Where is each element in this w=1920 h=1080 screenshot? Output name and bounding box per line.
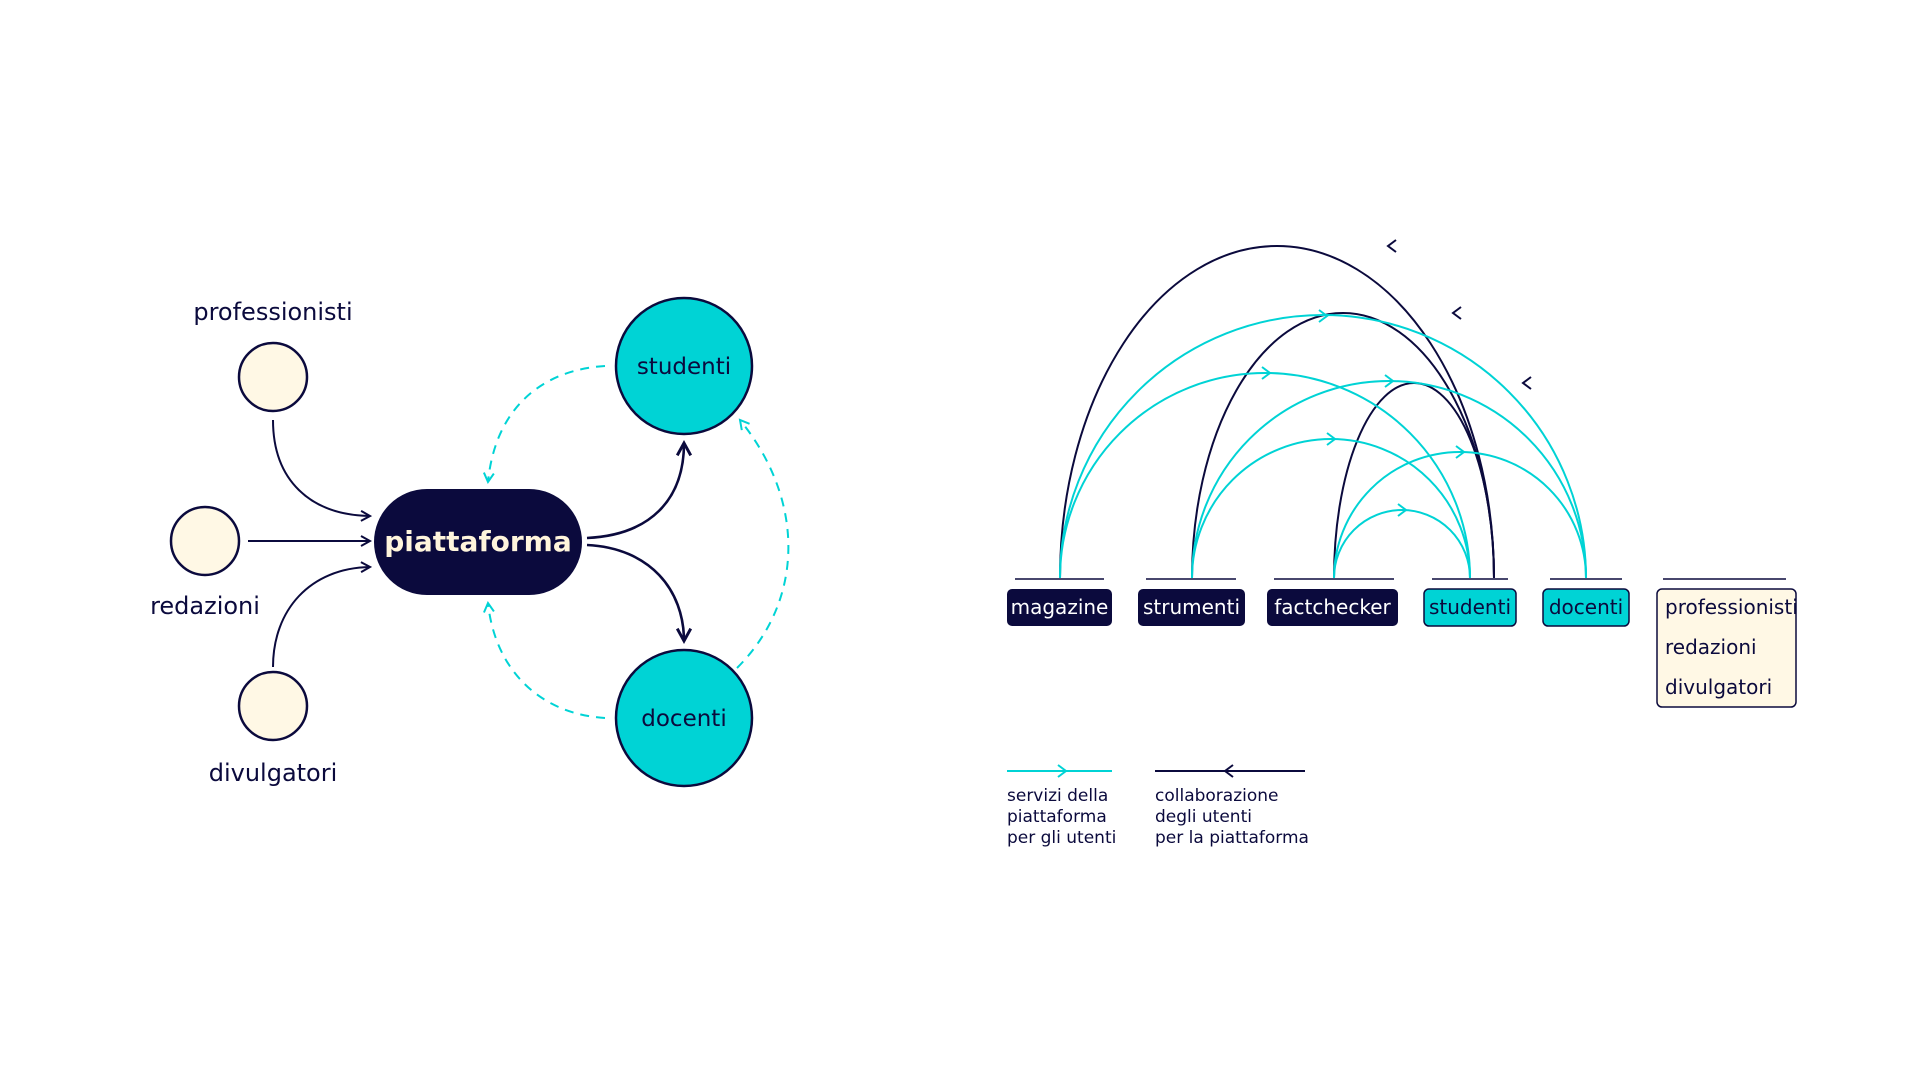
platform-node — [374, 489, 582, 595]
tag-label-studenti: studenti — [1429, 595, 1511, 619]
arc-arrow-cyan-1 — [1318, 309, 1329, 323]
arc-cyan-factchecker-docenti — [1333, 451, 1587, 579]
right-diagram: magazine strumenti factchecker studenti … — [1007, 239, 1798, 848]
arc-navy-professionisti-strumenti — [1191, 312, 1495, 579]
arc-arrow-navy-2 — [1451, 306, 1462, 320]
legend-collab-arrow — [1223, 764, 1234, 778]
tag-label-docenti: docenti — [1549, 595, 1623, 619]
target-node-docenti — [614, 648, 754, 788]
arrow-divulgatori-to-platform — [272, 567, 370, 668]
tag-studenti — [1423, 588, 1517, 627]
group-label-professionisti: professionisti — [1665, 595, 1798, 619]
group-box — [1656, 588, 1797, 708]
legend-services-line-2: piattaforma — [1007, 807, 1107, 827]
legend-collab-line-2: degli utenti — [1155, 807, 1252, 827]
arrow-professionisti-to-platform — [272, 419, 370, 516]
arc-arrow-navy-1 — [1386, 239, 1397, 253]
arc-arrow-cyan-3 — [1384, 374, 1395, 388]
arc-cyan-magazine-docenti — [1059, 314, 1587, 579]
dashed-studenti-to-platform — [488, 365, 606, 482]
group-label-redazioni: redazioni — [1665, 635, 1757, 659]
legend-services-line-1: servizi della — [1007, 786, 1108, 806]
tag-docenti — [1542, 588, 1630, 627]
arrow-platform-to-docenti — [586, 543, 693, 645]
arc-arrow-cyan-5 — [1455, 445, 1466, 459]
tag-strumenti — [1138, 589, 1245, 626]
source-label-professionisti: professionisti — [193, 298, 352, 326]
platform-label: piattaforma — [384, 525, 572, 558]
dashed-docenti-to-platform — [488, 603, 606, 719]
tag-magazine — [1007, 589, 1112, 626]
tag-factchecker — [1267, 589, 1398, 626]
source-node-professionisti — [237, 341, 309, 413]
arc-navy-professionisti-magazine — [1059, 245, 1495, 579]
arc-cyan-strumenti-docenti — [1191, 380, 1587, 579]
arc-arrow-cyan-2 — [1261, 366, 1272, 380]
source-node-redazioni — [169, 505, 241, 577]
arc-arrow-navy-3 — [1521, 376, 1532, 390]
source-node-divulgatori — [237, 670, 309, 742]
arc-arrow-cyan-4 — [1326, 432, 1337, 446]
tag-label-factchecker: factchecker — [1274, 595, 1391, 619]
target-label-studenti: studenti — [637, 354, 731, 380]
tag-label-strumenti: strumenti — [1143, 595, 1240, 619]
source-label-redazioni: redazioni — [150, 592, 260, 620]
dashed-docenti-to-studenti — [736, 420, 790, 669]
legend-services-arrow — [1057, 764, 1068, 778]
arc-cyan-factchecker-studenti — [1333, 509, 1471, 579]
legend-services-line-3: per gli utenti — [1007, 828, 1116, 848]
arrow-platform-to-studenti — [586, 439, 693, 540]
source-label-divulgatori: divulgatori — [209, 759, 338, 787]
legend-collab-line-3: per la piattaforma — [1155, 828, 1309, 848]
legend-collab-line-1: collaborazione — [1155, 786, 1279, 806]
arc-cyan-strumenti-studenti — [1191, 438, 1471, 579]
arc-navy-professionisti-factchecker — [1333, 382, 1495, 579]
tag-label-magazine: magazine — [1011, 595, 1109, 619]
left-diagram: professionisti redazioni divulgatori pia… — [150, 296, 790, 788]
group-label-divulgatori: divulgatori — [1665, 675, 1772, 699]
target-label-docenti: docenti — [641, 706, 726, 732]
arc-cyan-magazine-studenti — [1059, 372, 1471, 579]
target-node-studenti — [614, 296, 754, 436]
arc-arrow-cyan-6 — [1397, 503, 1408, 517]
